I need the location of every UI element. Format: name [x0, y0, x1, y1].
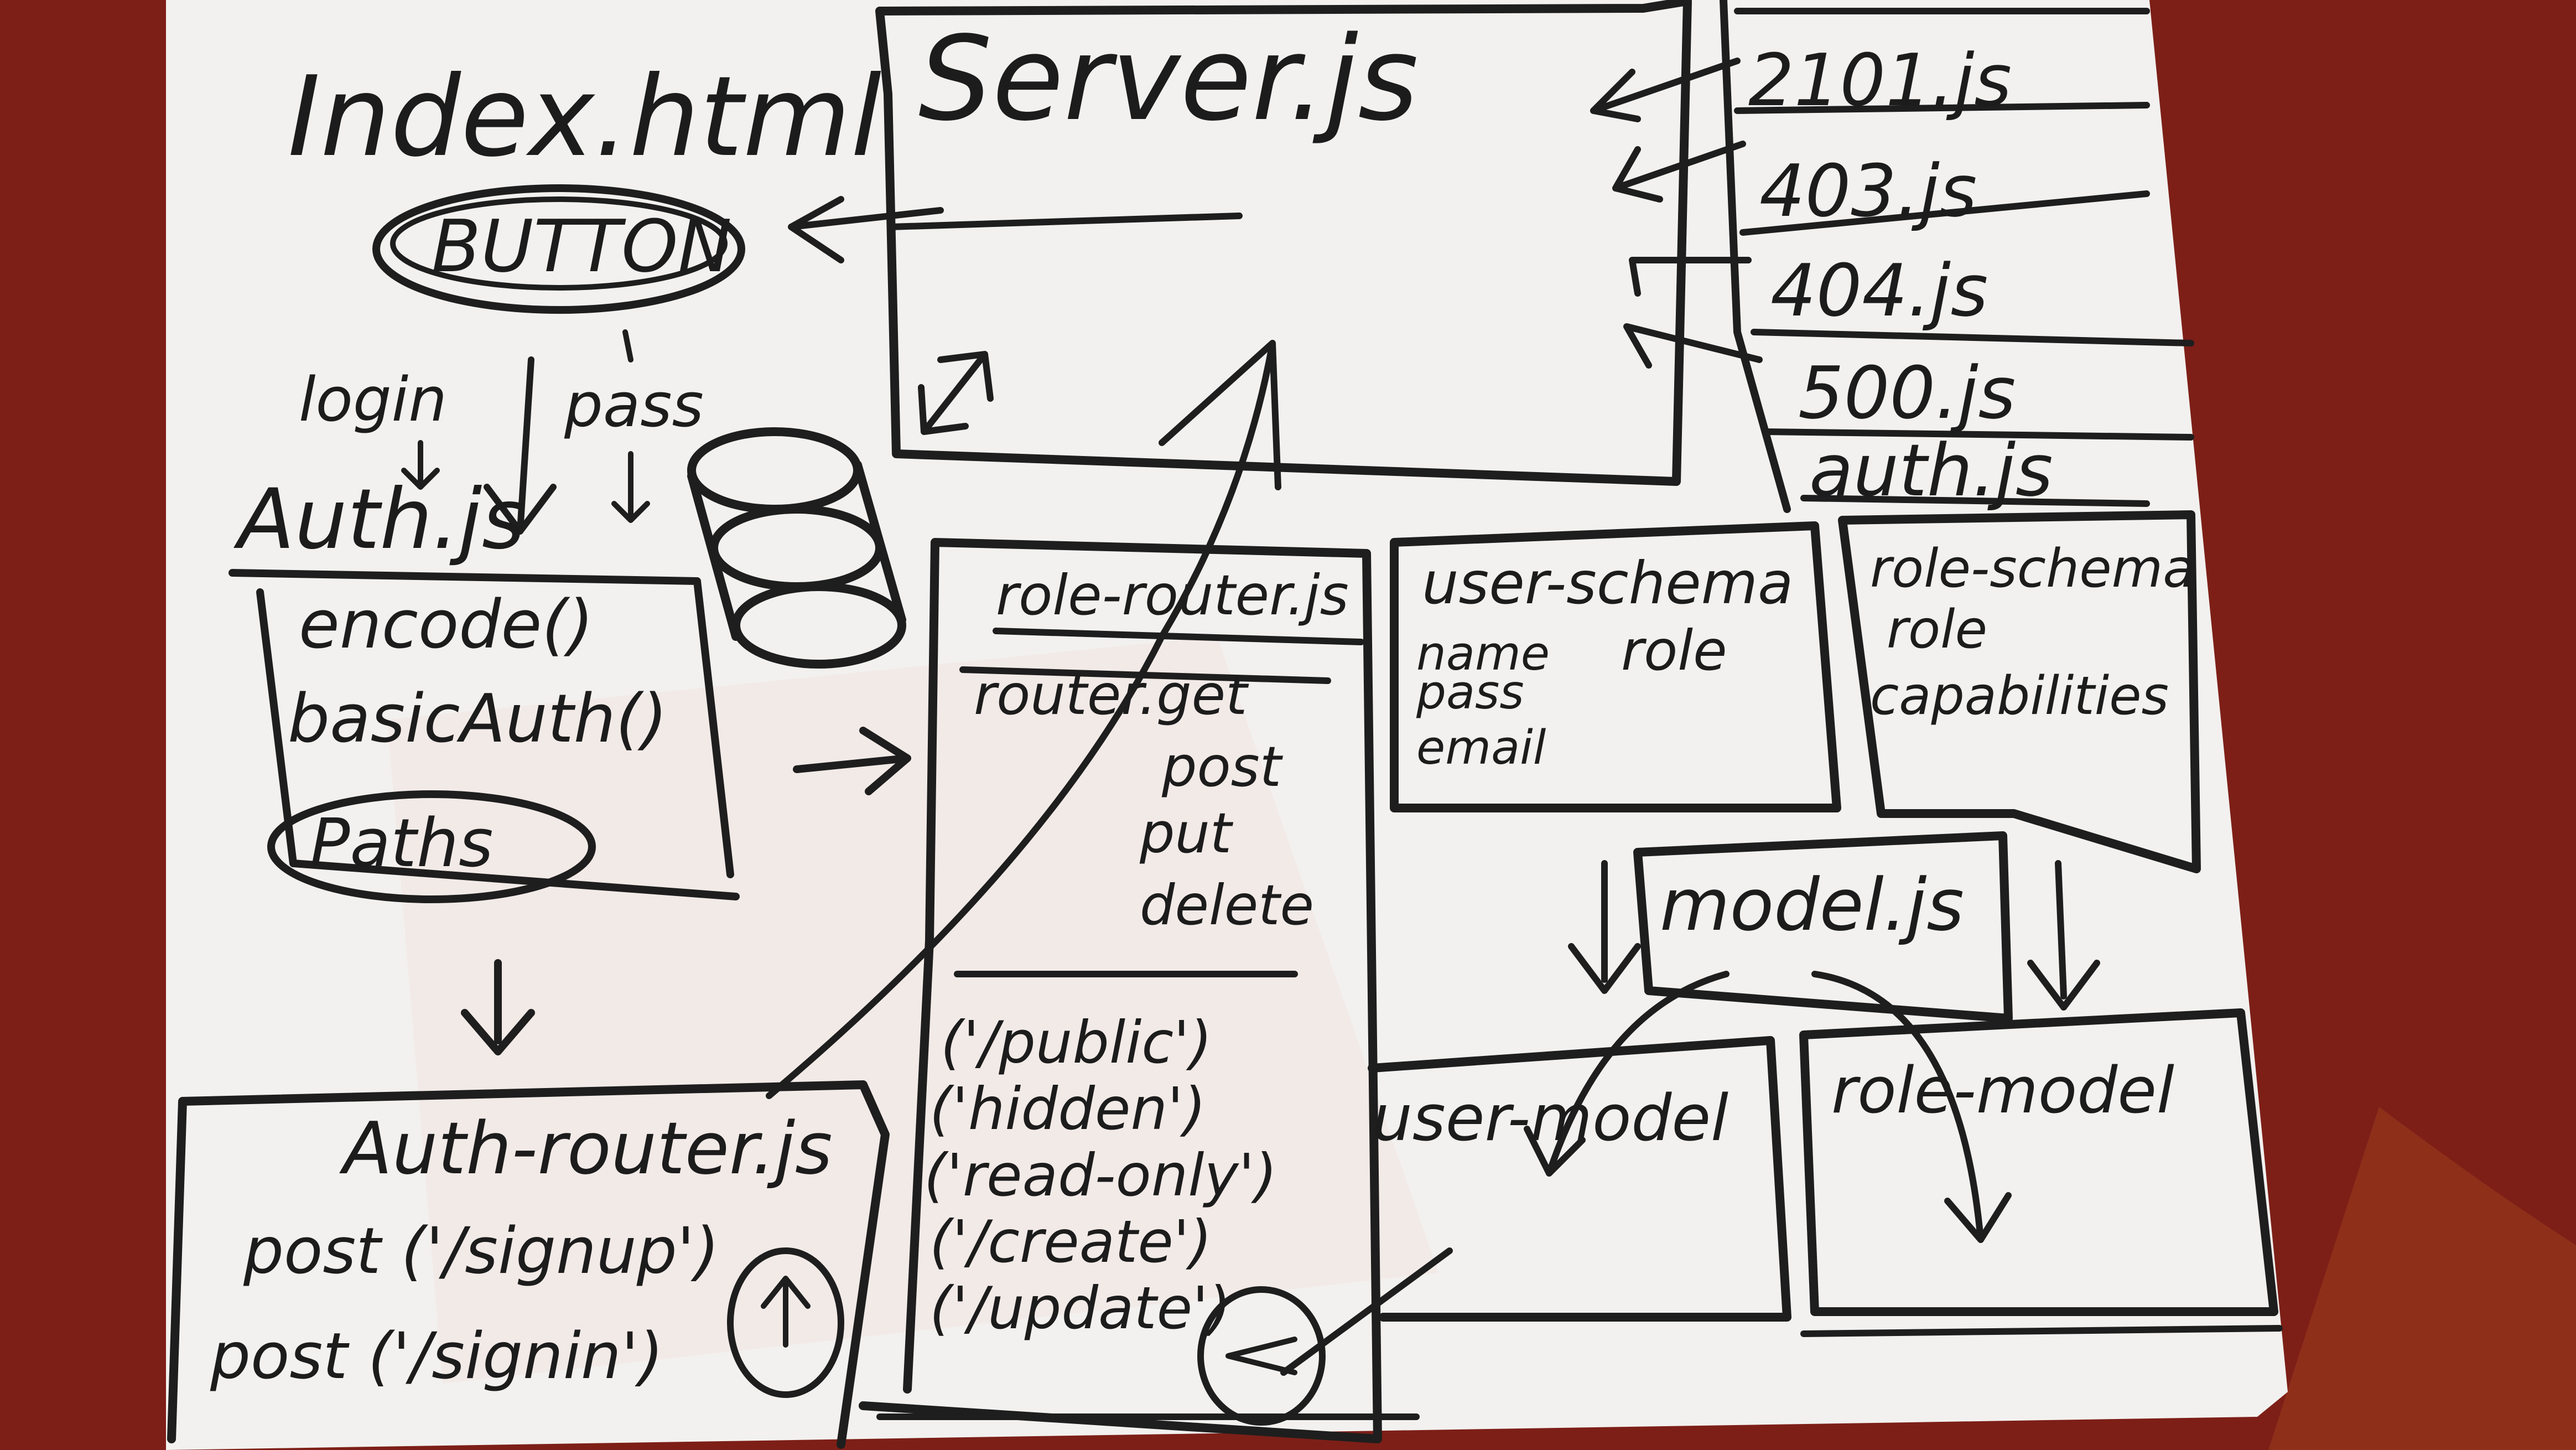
- user-schema-email: email: [1416, 721, 1546, 775]
- paths-oval: [267, 790, 596, 903]
- role-router-delete: delete: [1140, 873, 1314, 938]
- table-stain: [2268, 1107, 2576, 1450]
- login-label: login: [299, 364, 447, 435]
- auth-router-title: Auth-router.js: [339, 1106, 833, 1190]
- user-schema-name: name: [1416, 626, 1550, 681]
- role-route-readonly: ('read-only'): [924, 1142, 1277, 1209]
- auth-js-box: Auth.js encode() basicAuth() Paths: [228, 472, 911, 1055]
- model-js-title: model.js: [1660, 863, 1964, 947]
- role-route-create: ('/create'): [929, 1208, 1212, 1276]
- middleware-auth: auth.js: [1809, 428, 2053, 512]
- role-route-update: ('/update'): [929, 1275, 1231, 1342]
- index-button-label: BUTTON: [432, 204, 732, 288]
- user-schema-role: role: [1621, 618, 1727, 683]
- middleware-2101: 2101.js: [1748, 38, 2012, 122]
- user-schema-title: user-schema: [1422, 550, 1793, 617]
- user-schema-pass: pass: [1416, 665, 1524, 720]
- role-route-hidden: ('hidden'): [929, 1075, 1206, 1143]
- middleware-500: 500.js: [1798, 351, 2016, 435]
- auth-paths: Paths: [310, 805, 494, 882]
- server-js-title: Server.js: [918, 11, 1419, 147]
- user-model-title: user-model: [1372, 1081, 1728, 1156]
- role-schema-box: role-schema role capabilities: [1838, 510, 2201, 873]
- auth-route-signin: post ('/signin'): [210, 1319, 663, 1394]
- auth-method-encode: encode(): [299, 587, 594, 664]
- role-schema-title: role-schema: [1870, 538, 2195, 599]
- credential-labels: login pass: [299, 329, 704, 535]
- middleware-403: 403.js: [1759, 149, 1977, 233]
- middleware-404: 404.js: [1770, 248, 1988, 333]
- database-icon: [687, 427, 906, 669]
- user-model-box: user-model: [1368, 1036, 1791, 1322]
- server-js-box: Server.js: [875, 0, 1692, 486]
- role-router-put: put: [1139, 801, 1234, 866]
- role-router-box: role-router.js router.get post put delet…: [766, 340, 1453, 1443]
- role-model-box: role-model: [1799, 1008, 2283, 1337]
- role-router-post: post: [1161, 734, 1284, 799]
- role-router-get: router.get: [974, 662, 1249, 727]
- role-route-public: ('/public'): [941, 1009, 1212, 1076]
- role-schema-role: role: [1887, 599, 1987, 660]
- button-shape: [372, 184, 745, 314]
- middleware-stack: 2101.js 403.js 404.js 500.js auth.js: [1590, 0, 2194, 513]
- auth-route-signup: post ('/signup'): [243, 1214, 719, 1288]
- user-schema-box: user-schema name role pass email: [1390, 521, 1841, 812]
- auth-router-box: Auth-router.js post ('/signup') post ('/…: [167, 1080, 890, 1449]
- index-html-section: Index.html BUTTON: [288, 53, 944, 314]
- role-schema-capabilities: capabilities: [1870, 666, 2169, 727]
- role-model-title: role-model: [1831, 1054, 2174, 1128]
- ghost-marks: [387, 636, 1438, 1384]
- index-html-title: Index.html: [288, 53, 881, 182]
- auth-js-title: Auth.js: [233, 472, 525, 568]
- pass-label: pass: [564, 370, 704, 441]
- model-js-box: model.js: [1524, 831, 2100, 1243]
- auth-method-basicauth: basicAuth(): [288, 681, 667, 758]
